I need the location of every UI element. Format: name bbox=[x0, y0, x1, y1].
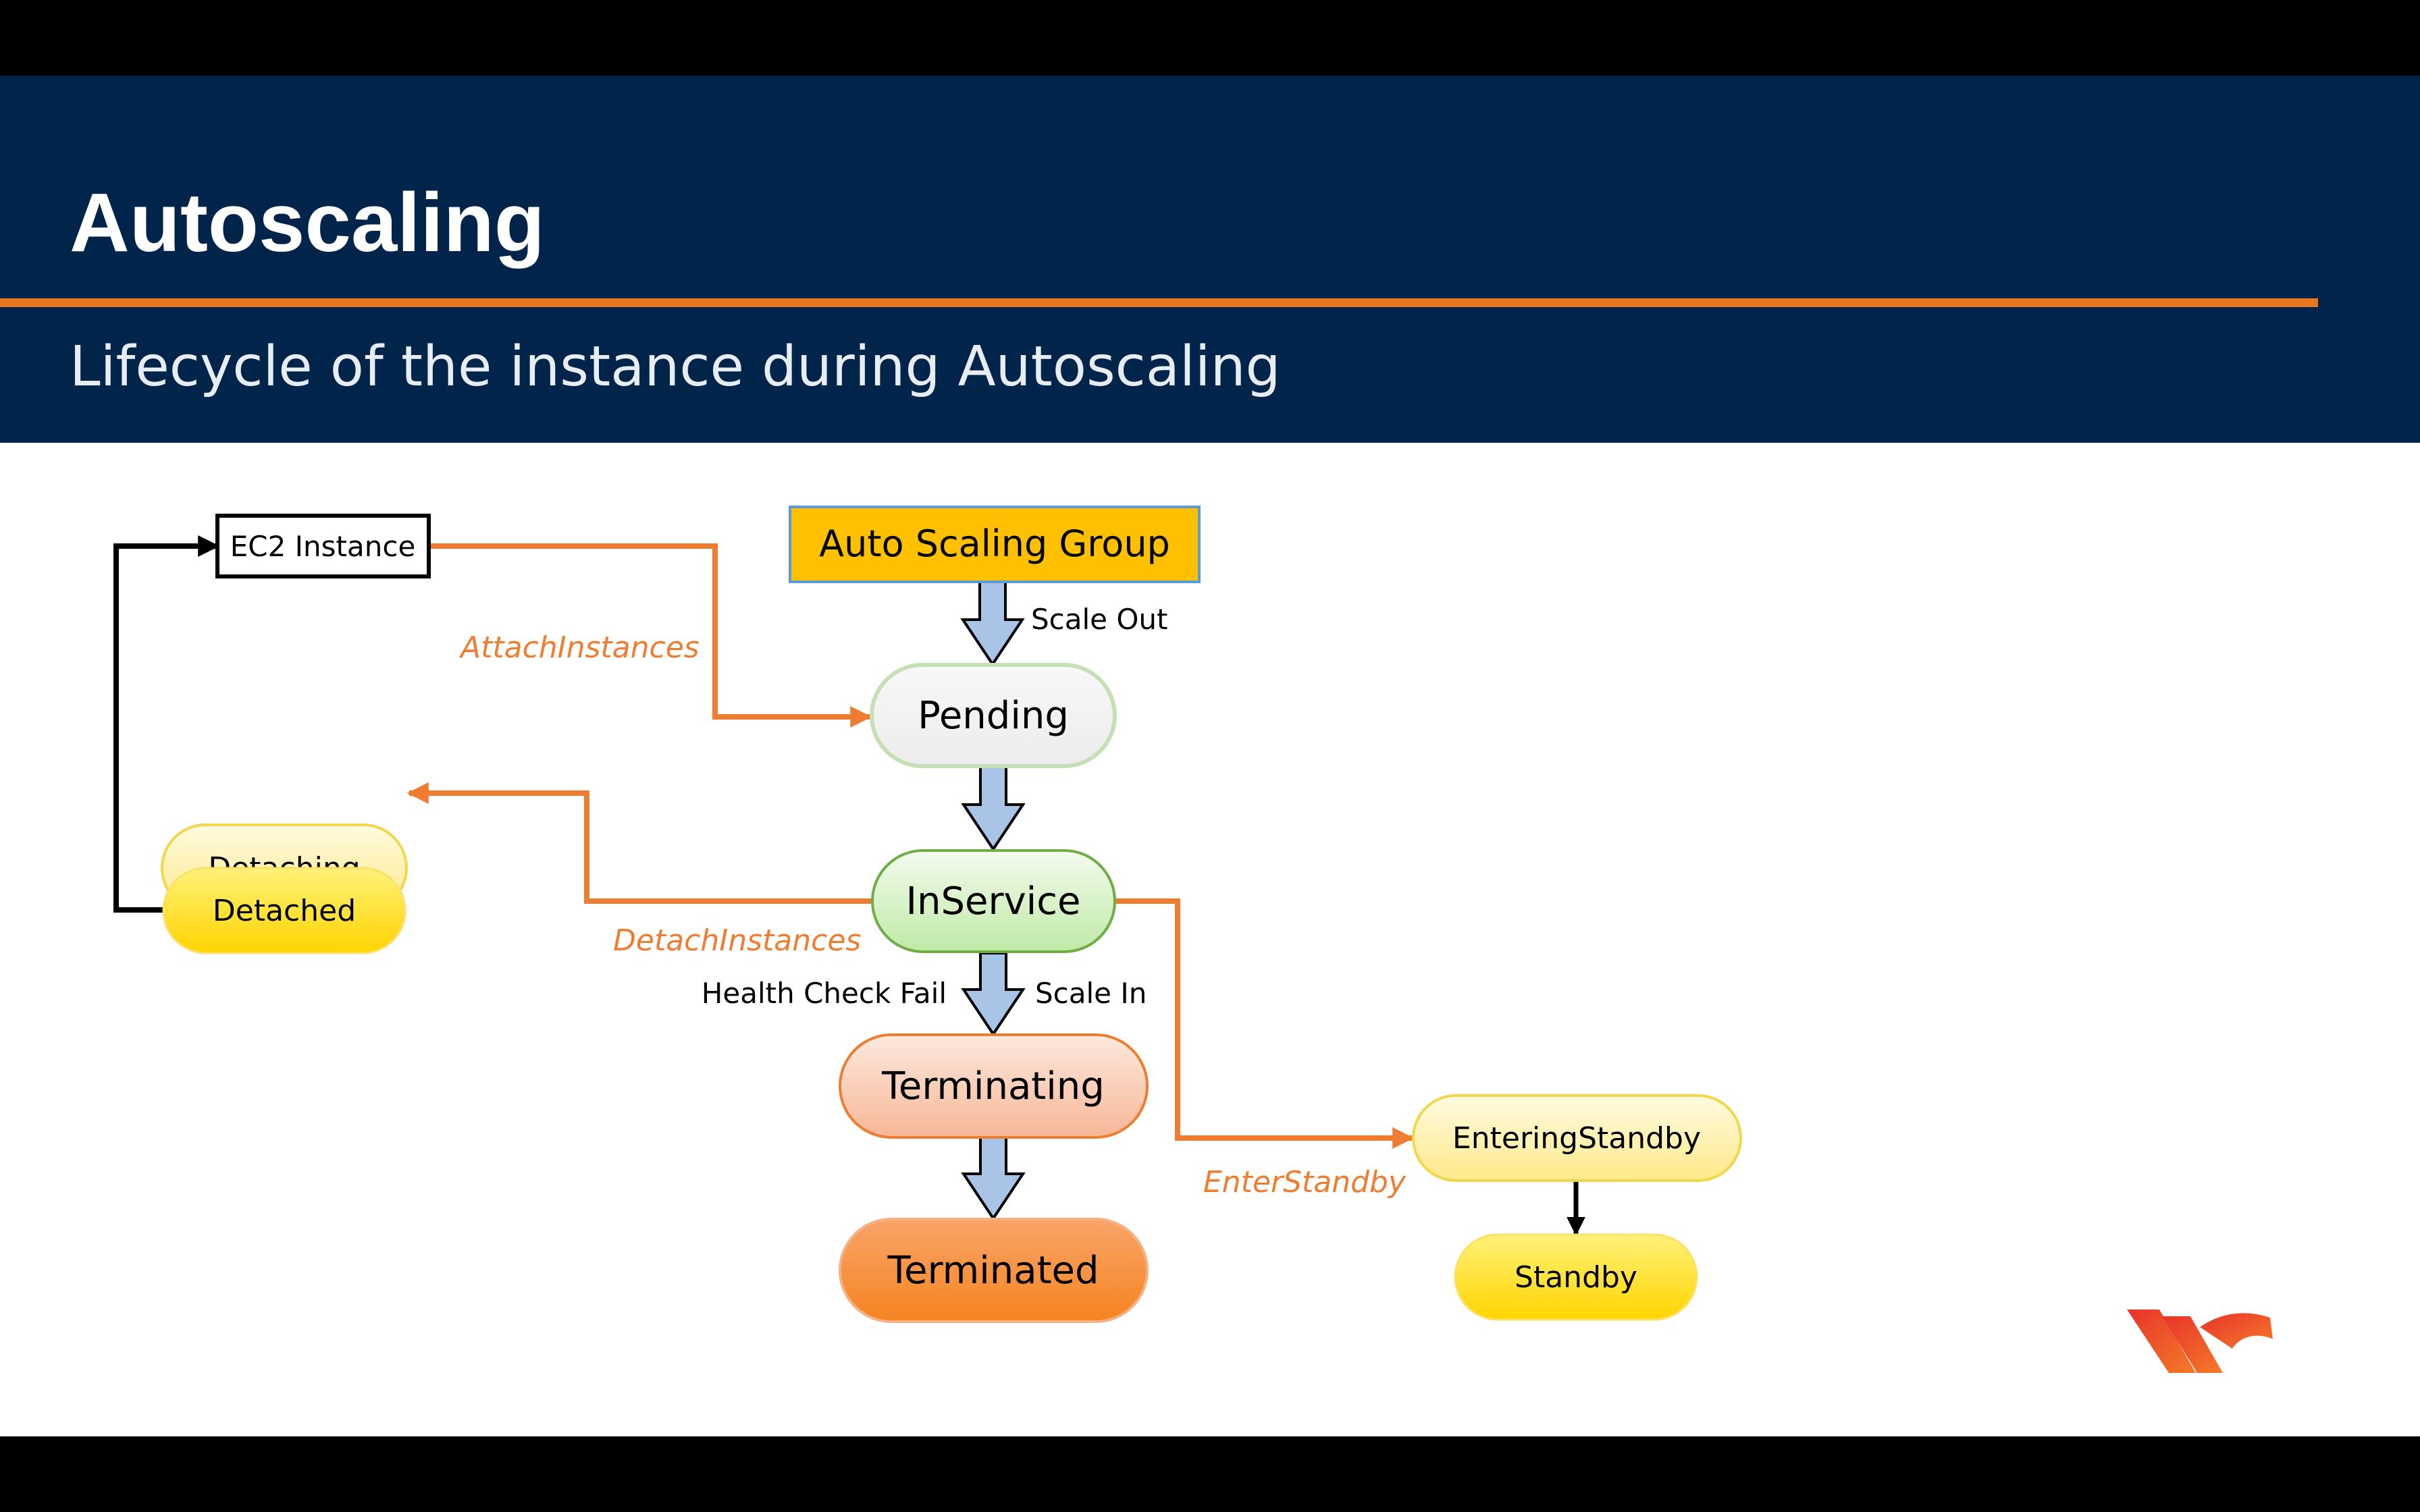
lifecycle-diagram: EC2 Instance Auto Scaling Group Pending … bbox=[113, 506, 1742, 1323]
enter-standby-label: EnterStandby bbox=[1203, 1165, 1406, 1199]
slide: Autoscaling Lifecycle of the instance du… bbox=[0, 76, 2420, 1436]
detach-instances-connector bbox=[406, 782, 873, 904]
terminated-node: Terminated bbox=[839, 1218, 1149, 1323]
terminating-label: Terminating bbox=[881, 1064, 1105, 1108]
standby-node: Standby bbox=[1454, 1233, 1698, 1321]
scale-out-label: Scale Out bbox=[1031, 603, 1168, 636]
inservice-label: InService bbox=[906, 880, 1081, 923]
pending-node: Pending bbox=[870, 663, 1117, 768]
scale-out-arrow bbox=[960, 580, 1025, 667]
pending-to-inservice-arrow bbox=[961, 765, 1026, 852]
slide-subtitle: Lifecycle of the instance during Autosca… bbox=[70, 335, 1281, 399]
entering-standby-node: EnteringStandby bbox=[1412, 1094, 1742, 1182]
health-check-fail-label: Health Check Fail bbox=[702, 977, 947, 1010]
slide-header: Autoscaling Lifecycle of the instance du… bbox=[0, 76, 2420, 443]
attach-instances-connector bbox=[429, 543, 872, 728]
title-divider bbox=[0, 298, 2318, 307]
auto-scaling-group-node: Auto Scaling Group bbox=[789, 506, 1201, 583]
terminating-to-terminated-arrow bbox=[961, 1136, 1026, 1221]
detached-node: Detached bbox=[162, 867, 406, 954]
ec2-instance-node: EC2 Instance bbox=[215, 514, 431, 578]
detached-to-ec2-connector bbox=[113, 535, 220, 913]
enter-standby-connector bbox=[1115, 898, 1415, 1149]
standby-label: Standby bbox=[1515, 1260, 1637, 1295]
brand-logo-icon bbox=[2127, 1310, 2273, 1373]
ec2-instance-label: EC2 Instance bbox=[230, 530, 416, 563]
terminating-node: Terminating bbox=[839, 1033, 1149, 1139]
terminated-label: Terminated bbox=[887, 1249, 1099, 1293]
pending-label: Pending bbox=[918, 694, 1069, 738]
inservice-node: InService bbox=[871, 849, 1116, 953]
auto-scaling-group-label: Auto Scaling Group bbox=[819, 522, 1170, 565]
slide-title: Autoscaling bbox=[70, 177, 545, 269]
detached-label: Detached bbox=[213, 894, 356, 928]
entering-standby-label: EnteringStandby bbox=[1452, 1121, 1701, 1156]
inservice-to-terminating-arrow bbox=[961, 952, 1026, 1037]
scale-in-label: Scale In bbox=[1035, 977, 1147, 1010]
attach-instances-label: AttachInstances bbox=[458, 630, 700, 665]
detach-instances-label: DetachInstances bbox=[613, 923, 861, 958]
